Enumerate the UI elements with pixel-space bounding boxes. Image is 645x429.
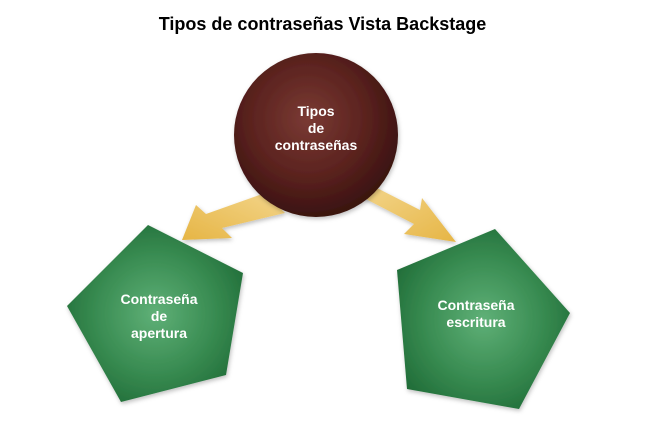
center-label: Tipos de contraseñas <box>256 103 376 154</box>
left-label: Contraseña de apertura <box>99 291 219 342</box>
diagram-title: Tipos de contraseñas Vista Backstage <box>158 14 487 34</box>
center-label-line-2: de <box>307 120 325 136</box>
left-pentagon <box>67 225 243 402</box>
right-label-line-2: escritura <box>446 314 506 330</box>
arrow-left <box>182 193 285 240</box>
right-pentagon <box>397 229 570 409</box>
right-label-line-1: Contraseña <box>437 297 515 313</box>
left-label-line-2: de <box>150 308 168 324</box>
center-circle <box>234 53 398 217</box>
center-label-line-1: Tipos <box>297 103 335 119</box>
left-label-line-1: Contraseña <box>120 291 198 307</box>
arrow-right <box>360 187 456 242</box>
center-label-line-3: contraseñas <box>274 137 358 153</box>
right-label: Contraseña escritura <box>416 297 536 331</box>
left-label-line-3: apertura <box>130 325 188 341</box>
